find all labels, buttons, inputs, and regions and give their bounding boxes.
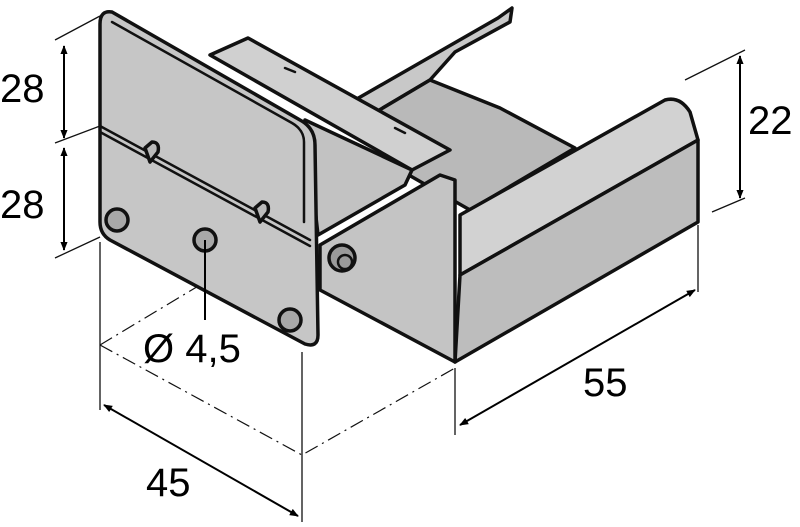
- dim-label-22: 22: [748, 99, 793, 143]
- plate-hole-right: [277, 307, 303, 333]
- channel-right-wall-top: [458, 97, 700, 277]
- dim-label-28-lower: 28: [0, 183, 45, 227]
- channel-hole-inner: [336, 253, 354, 271]
- hidden-outline: [99, 284, 456, 456]
- dim-label-hole: Ø 4,5: [143, 327, 241, 371]
- dim-label-28-upper: 28: [0, 67, 45, 111]
- plate-split-line: [98, 124, 312, 242]
- dimension-labels: 28 28 22 55 45 Ø 4,5: [0, 67, 793, 505]
- dim-line-55: [459, 289, 696, 426]
- mounting-plate: [98, 10, 320, 347]
- plate-split-line-2: [98, 130, 312, 248]
- dim-line-45: [103, 404, 299, 517]
- channel-hole: [327, 243, 357, 273]
- dim-label-55: 55: [583, 361, 628, 405]
- dim-label-45: 45: [146, 461, 191, 505]
- block-top: [208, 36, 452, 172]
- plate-face: [98, 10, 320, 347]
- plate-hole-left: [104, 207, 130, 233]
- extension-lines: [54, 15, 746, 522]
- plate-notch-left: [143, 140, 161, 164]
- plate-notch-right: [253, 200, 271, 224]
- dimension-lines: [60, 45, 744, 517]
- plate-upper-inset: [110, 20, 306, 224]
- channel-front-face: [318, 173, 457, 364]
